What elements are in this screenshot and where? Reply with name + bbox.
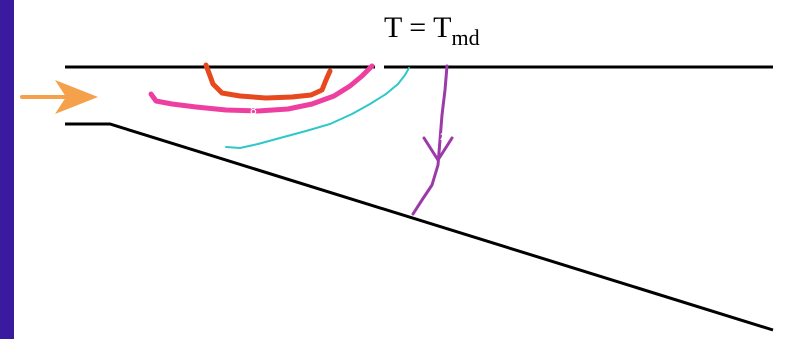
inflow-arrow-icon — [20, 80, 98, 114]
magenta-curve-label: 8 — [250, 103, 257, 117]
cyan-isotherm-curve — [225, 67, 410, 149]
diagram-title: T = Tmd — [384, 8, 480, 50]
title-main: T = T — [384, 11, 452, 44]
slab-base-line — [65, 122, 774, 332]
magenta-isotherm-curve — [148, 63, 375, 114]
title-subscript: md — [451, 25, 480, 50]
diagram-panel — [14, 0, 785, 339]
red-isotherm-curve — [203, 62, 333, 101]
purple-flow-path — [411, 64, 449, 216]
purple-arrowhead-icon — [422, 136, 454, 162]
purple-curve-label: 2 — [440, 132, 446, 143]
